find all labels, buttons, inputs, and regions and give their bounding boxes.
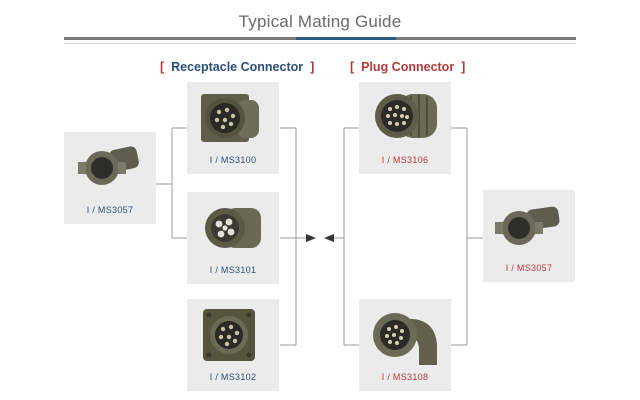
part-label: I / MS3108 — [381, 372, 429, 382]
receptacle-heading: [ Receptacle Connector ] — [160, 60, 315, 74]
card-ms3108[interactable]: I / MS3108 — [359, 299, 451, 391]
card-ms3101[interactable]: I / MS3101 — [187, 192, 279, 284]
part-label: I / MS3102 — [209, 372, 257, 382]
page-title: Typical Mating Guide — [238, 12, 402, 31]
part-label: I / MS3100 — [209, 155, 257, 165]
card-left-ms3057[interactable]: I / MS3057 — [64, 132, 156, 224]
backshell-clamp-icon — [78, 146, 139, 185]
part-label: I / MS3101 — [209, 265, 257, 275]
plug-heading: [ Plug Connector ] — [350, 60, 466, 74]
title-rule-thin — [64, 43, 576, 44]
card-ms3100[interactable]: I / MS3100 — [187, 82, 279, 174]
card-ms3106[interactable]: I / MS3106 — [359, 82, 451, 174]
backshell-clamp-icon — [495, 206, 560, 245]
receptacle-heading-text: Receptacle Connector — [171, 60, 304, 74]
part-label: I / MS3057 — [86, 205, 134, 215]
right-angle-plug-icon — [373, 313, 437, 365]
arrow-right-icon — [306, 234, 316, 242]
straight-plug-icon — [375, 94, 437, 138]
plug-heading-text: Plug Connector — [361, 60, 455, 74]
card-right-ms3057[interactable]: I / MS3057 — [483, 190, 575, 282]
title-rule-accent — [296, 37, 396, 40]
arrow-left-icon — [324, 234, 334, 242]
part-label: I / MS3057 — [505, 263, 553, 273]
inline-receptacle-icon — [205, 208, 261, 248]
part-label: I / MS3106 — [381, 155, 429, 165]
box-mount-receptacle-icon — [203, 309, 255, 361]
receptacle-connector-icon — [201, 94, 259, 142]
card-ms3102[interactable]: I / MS3102 — [187, 299, 279, 391]
